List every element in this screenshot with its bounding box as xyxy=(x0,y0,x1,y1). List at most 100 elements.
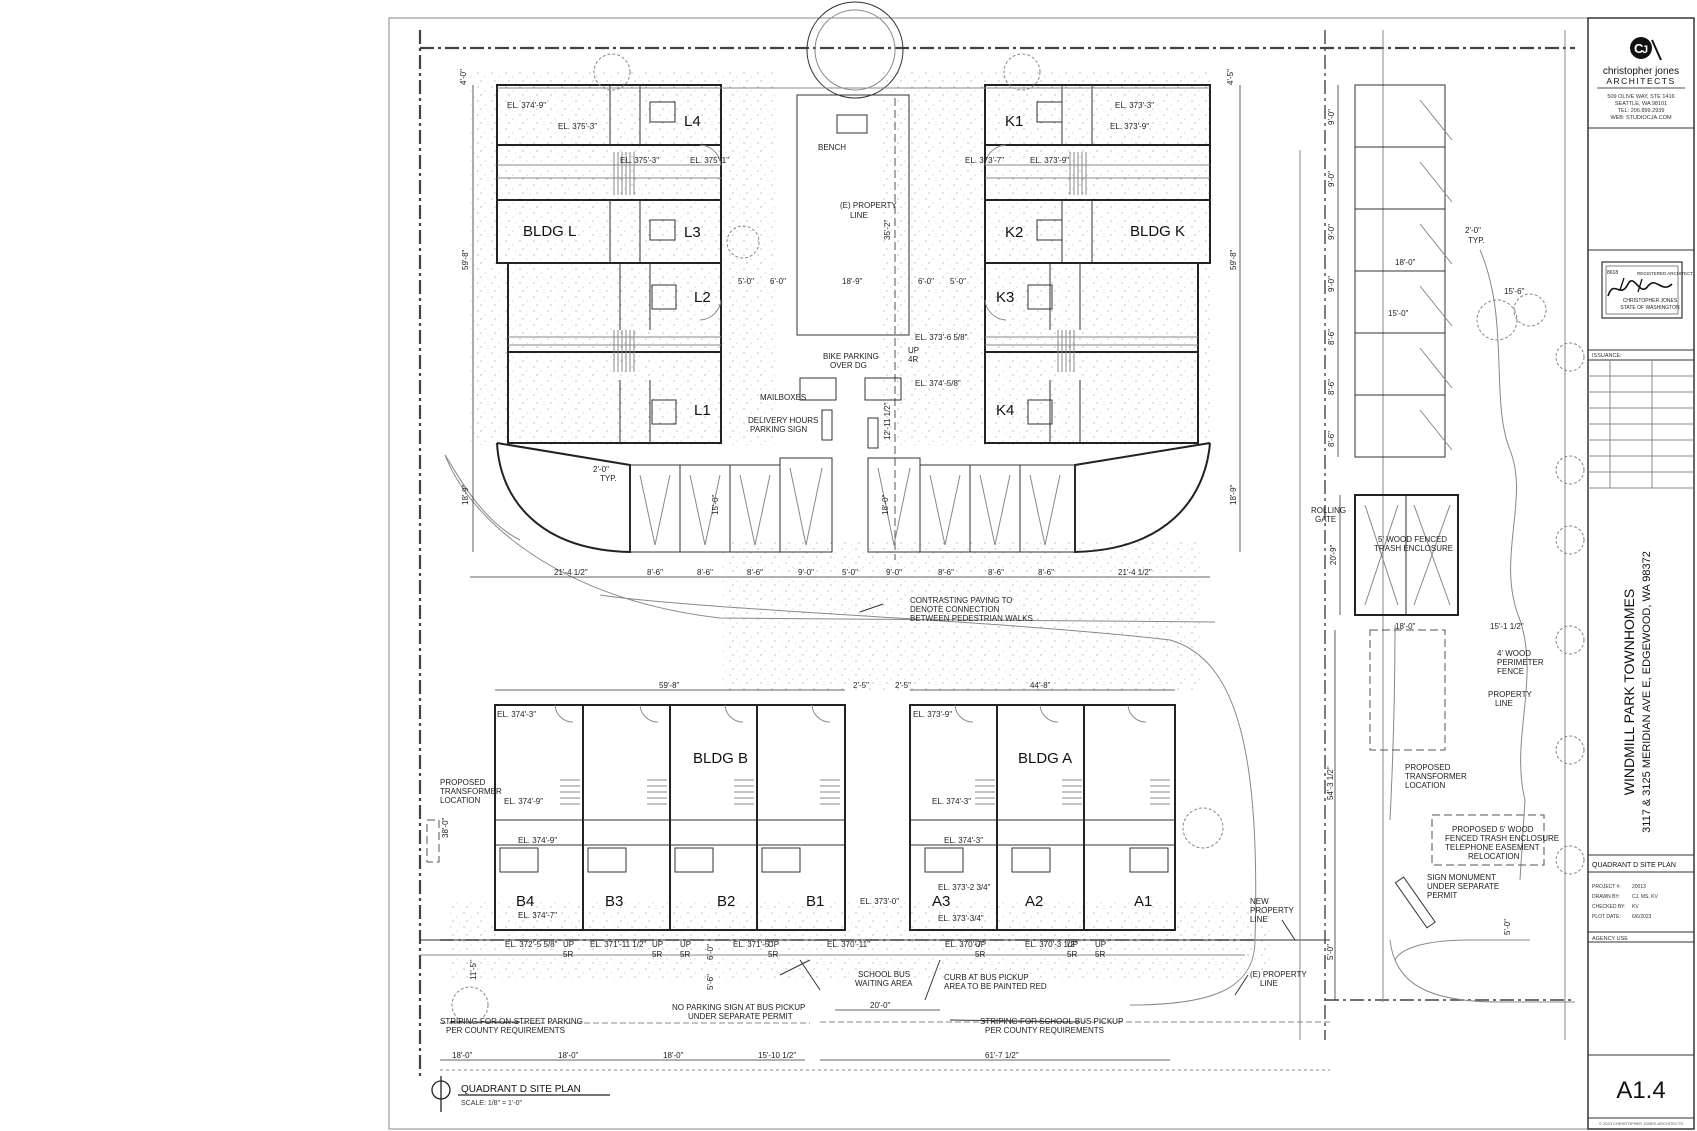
transformer-left-2: TRANSFORMER xyxy=(440,787,502,796)
dim-t40: 4'-0" xyxy=(459,69,468,85)
el-a3c: EL. 373'-2 3/4" xyxy=(938,883,991,892)
striping-label-2: PER COUNTY REQUIREMENTS xyxy=(446,1026,565,1035)
dim-r150: 15'-0" xyxy=(1388,309,1409,318)
signature-icon xyxy=(1607,280,1673,297)
striping-label-3: STRIPING FOR SCHOOL BUS PICKUP xyxy=(980,1017,1123,1026)
bldg-b-label: BLDG B xyxy=(693,750,748,767)
riser-label-4: 5R xyxy=(768,950,778,959)
dim-d86d: 8'-6" xyxy=(938,568,954,577)
dim-d189: 18'-9" xyxy=(842,277,863,286)
issuance-label: ISSUANCE: xyxy=(1592,353,1622,359)
transformer-right-1: PROPOSED xyxy=(1405,763,1451,772)
unit-a3: A3 xyxy=(932,893,950,910)
bench-label: BENCH xyxy=(818,143,846,152)
dim-d20-typ: TYP. xyxy=(600,474,617,483)
dim-d25a: 2'-5" xyxy=(853,681,869,690)
unit-b2: B2 xyxy=(717,893,735,910)
sign-monument-2: UNDER SEPARATE xyxy=(1427,882,1499,891)
drive-aisle-pavement xyxy=(720,540,1200,690)
unit-k3: K3 xyxy=(996,289,1014,306)
unit-b3: B3 xyxy=(605,893,623,910)
courtyard-west-pavement xyxy=(470,70,775,445)
riser-label-6: 5R xyxy=(1067,950,1077,959)
contrast-note-2: DENOTE CONNECTION xyxy=(910,605,1000,614)
property-line-label-1: (E) PROPERTY xyxy=(840,201,897,210)
dim-r90a: 9'-0" xyxy=(1327,109,1336,125)
new-property-line-2: PROPERTY xyxy=(1250,906,1295,915)
bike-parking-symbol xyxy=(864,377,902,401)
unit-a2: A2 xyxy=(1025,893,1043,910)
drawing-title: QUADRANT D SITE PLAN xyxy=(1592,862,1676,869)
el-b-top: EL. 374'-3" xyxy=(497,710,536,719)
dim-r20typ-label: TYP. xyxy=(1468,236,1485,245)
no-parking-label-1: NO PARKING SIGN AT BUS PICKUP xyxy=(672,1003,805,1012)
up-label-5: UP xyxy=(975,940,986,949)
stair-up-labels: UP 5R UP 5R UP 5R UP 5R UP 5R UP 5R UP 5… xyxy=(563,940,1106,959)
striping-label-4: PER COUNTY REQUIREMENTS xyxy=(985,1026,1104,1035)
stamp-number: 8618 xyxy=(1607,270,1618,276)
architect-stamp: 8618 REGISTERED ARCHITECT CHRISTOPHER JO… xyxy=(1601,261,1693,319)
curb-label-1: CURB AT BUS PICKUP xyxy=(944,973,1029,982)
bldg-k-label: BLDG K xyxy=(1130,223,1185,240)
dim-d20: 2'-0" xyxy=(593,465,609,474)
dimension-text: 21'-4 1/2" 8'-6" 8'-6" 8'-6" 9'-0" 5'-0"… xyxy=(441,69,1525,1060)
el-a3d: EL. 373'-3/4" xyxy=(938,914,984,923)
new-property-line-1: NEW xyxy=(1250,897,1269,906)
new-property-line-3: LINE xyxy=(1250,915,1268,924)
proposed-enclosure-outline xyxy=(1431,814,1545,866)
svg-text:J: J xyxy=(1642,44,1648,56)
unit-l1: L1 xyxy=(694,402,711,419)
dim-d21b: 21'-4 1/2" xyxy=(1118,568,1152,577)
north-arrow-icon xyxy=(431,1076,451,1112)
bus-waiting-label-1: SCHOOL BUS xyxy=(858,970,910,979)
up-label-6: UP xyxy=(1067,940,1078,949)
dim-d50b: 5'-0" xyxy=(950,277,966,286)
dim-r209: 20'-9" xyxy=(1329,544,1338,565)
courtyard-east-pavement xyxy=(880,70,1210,445)
bldg-l-label: BLDG L xyxy=(523,223,576,240)
perimeter-fence-1: 4' WOOD xyxy=(1497,649,1531,658)
right-parking-stalls xyxy=(1354,84,1453,458)
no-parking-label-2: UNDER SEPARATE PERMIT xyxy=(688,1012,793,1021)
perimeter-fence-2: PERIMETER xyxy=(1497,658,1544,667)
up-label-1: UP xyxy=(563,940,574,949)
unit-l2: L2 xyxy=(694,289,711,306)
el-k1d: EL. 373'-9" xyxy=(1030,156,1069,165)
unit-b1: B1 xyxy=(806,893,824,910)
bldg-a-label: BLDG A xyxy=(1018,750,1072,767)
stamp-line3: STATE OF WASHINGTON xyxy=(1620,305,1680,311)
dim-d86b: 8'-6" xyxy=(697,568,713,577)
el-mid: EL. 373'-0" xyxy=(860,897,899,906)
dim-d86f: 8'-6" xyxy=(1038,568,1054,577)
building-l xyxy=(496,84,722,444)
dim-r20typ: 2'-0" xyxy=(1465,226,1481,235)
dim-b1510: 15'-10 1/2" xyxy=(758,1051,796,1060)
el-s6: EL. 370'-3 1/2" xyxy=(1025,940,1078,949)
el-l4a: EL. 374'-9" xyxy=(507,101,546,110)
dim-d180: 18'-0" xyxy=(881,494,890,515)
existing-property-line-2: LINE xyxy=(1260,979,1278,988)
el-k1a: EL. 373'-3" xyxy=(1115,101,1154,110)
enclosure-note-2: FENCED TRASH ENCLOSURE xyxy=(1445,834,1559,843)
firm-phone: TEL: 206.899.2939 xyxy=(1618,108,1665,114)
dim-r86a: 8'-6" xyxy=(1327,329,1336,345)
delivery-label-1: DELIVERY HOURS xyxy=(748,416,818,425)
dim-d21a: 21'-4 1/2" xyxy=(554,568,588,577)
dim-r50b: 5'-0" xyxy=(1503,919,1512,935)
transformer-right-2: TRANSFORMER xyxy=(1405,772,1467,781)
dim-b617: 61'-7 1/2" xyxy=(985,1051,1019,1060)
el-k1b: EL. 373'-9" xyxy=(1110,122,1149,131)
building-b xyxy=(494,704,846,931)
up-label-mid: UP xyxy=(908,346,919,355)
dim-b180b: 18'-0" xyxy=(558,1051,579,1060)
el-s3: EL. 371'-5" xyxy=(733,940,772,949)
unit-l4: L4 xyxy=(684,113,701,130)
dim-d1211: 12'-11 1/2" xyxy=(883,402,892,440)
meta-value-2: KV xyxy=(1632,904,1639,910)
trash-enclosure xyxy=(1354,494,1459,751)
dim-d380: 38'-0" xyxy=(441,817,450,838)
existing-property-line-1: (E) PROPERTY xyxy=(1250,970,1307,979)
dim-d86c: 8'-6" xyxy=(747,568,763,577)
mailboxes-label: MAILBOXES xyxy=(760,393,806,402)
